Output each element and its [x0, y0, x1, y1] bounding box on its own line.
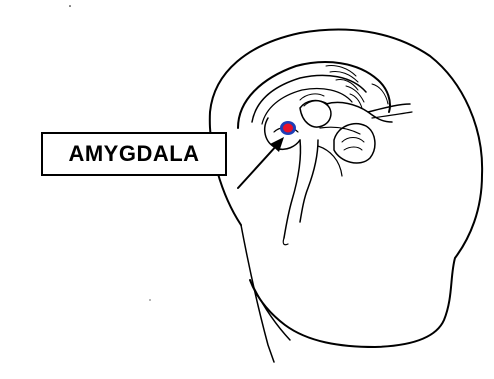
- posterior-projection-2: [372, 112, 412, 118]
- brainstem-lower: [283, 238, 288, 245]
- cerebellum-fold: [342, 138, 364, 143]
- amygdala-highlight: [283, 124, 293, 133]
- ventricle-hatching: [300, 65, 388, 108]
- speck-bottom: [149, 299, 150, 300]
- brainstem-left: [284, 140, 301, 238]
- brain-outer-arc: [238, 62, 390, 128]
- amygdala-label-box: AMYGDALA: [41, 132, 227, 176]
- amygdala-label: AMYGDALA: [68, 141, 199, 167]
- brainstem-right: [300, 140, 318, 222]
- head-outline: [210, 30, 482, 347]
- brainstem-side-lobe: [318, 146, 342, 176]
- neck-line-right: [250, 280, 290, 340]
- corpus-callosum-inner: [262, 89, 352, 125]
- speck-top: [69, 5, 71, 7]
- cerebellum-fold-2: [344, 147, 362, 150]
- pointer-arrow-shaft: [238, 144, 278, 188]
- temporal-lobe-curve: [265, 118, 300, 149]
- cerebellum: [334, 124, 375, 163]
- fornix: [326, 102, 392, 122]
